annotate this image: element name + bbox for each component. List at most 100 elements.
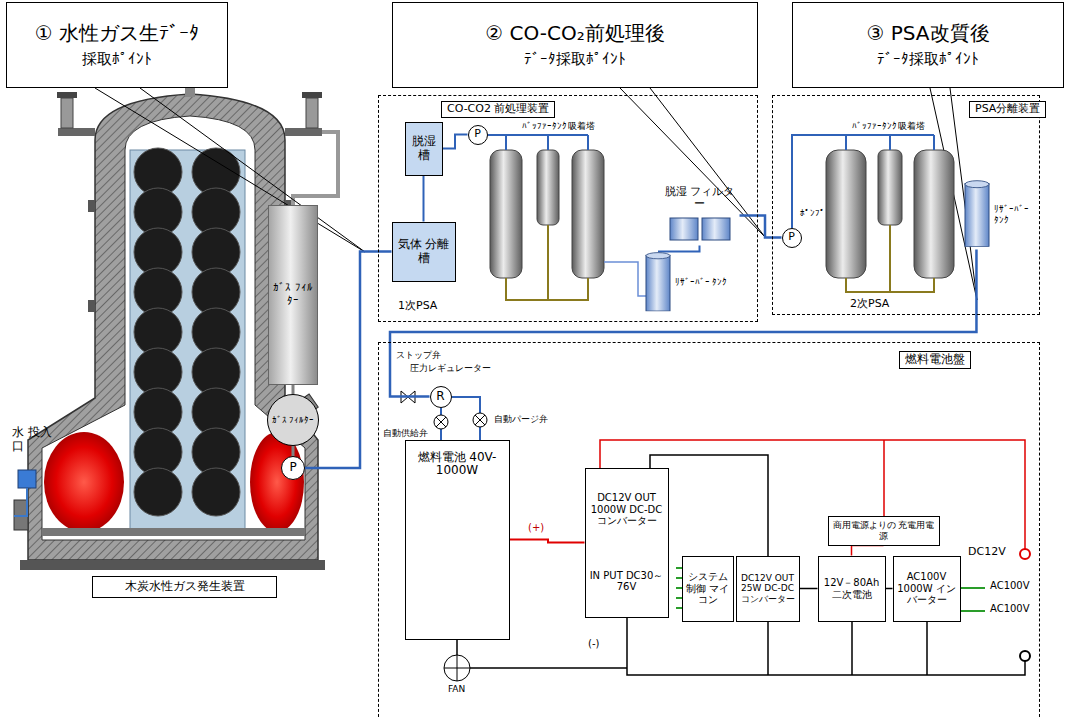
node-text: ﾃﾞｰﾀ採取ﾎﾟｲﾝﾄ [877,51,979,68]
part-label: AC100V [990,603,1030,615]
pipe-connector [740,216,782,238]
gasifier-vessel [285,128,322,136]
part-label: AC100V [990,580,1030,592]
reservoir-tank: ﾘｻﾞｰﾊﾞｰ ﾀﾝｸ [645,252,735,314]
pipe-connector [390,250,976,397]
fuel-cell-wiring [475,415,485,425]
fuel-cell-wiring [1020,651,1030,661]
primary-psa [572,150,604,278]
callout-leader [95,88,365,252]
pipe-connector [443,135,468,149]
charcoal-lump [192,468,240,516]
part-label: ストップ弁 [396,350,441,360]
inverter-box: AC100V 1000W インバーター [893,556,961,622]
node-text: 商用電源よりの 充電用電源 [831,520,937,541]
tank-top [646,252,670,258]
gasifier-vessel [58,128,95,136]
pump: P [468,125,488,145]
secondary-psa [914,150,954,278]
part-label: FAN [448,684,465,694]
pipe-connector [658,246,700,252]
node-text: DC12V OUT 25W DC-DC コンバーター [739,573,797,604]
filter-element [702,218,730,240]
primary-psa [506,225,588,300]
secondary-psa [846,225,934,292]
gasifier-vessel [293,132,338,205]
part-label: 自動供給弁 [383,428,428,438]
node-text: ﾃﾞｰﾀ採取ﾎﾟｲﾝﾄ [524,51,626,68]
device-label-box: 木炭水性ガス発生装置 [92,576,277,598]
gasifier-vessel [88,300,95,312]
gasifier-vessel [42,528,305,536]
tank-top [965,180,989,187]
gasifier-vessel [88,200,95,212]
primary-psa [537,150,559,225]
primary-psa [488,135,588,150]
pipe-connector [423,176,425,222]
part-label: 吸着塔 [898,121,925,131]
charcoal [134,148,240,516]
callout-box: ② CO-CO₂前処理後 ﾃﾞｰﾀ採取ﾎﾟｲﾝﾄ [392,2,758,88]
node-text: 燃料電池 40V-1000W [408,451,507,479]
pump: P [782,228,802,248]
node-text: 12V－80Ah 二次電池 [821,577,883,600]
part-label: 自動パージ弁 [494,414,548,424]
primary-psa [490,150,522,278]
node-text: ① 水性ガス生ﾃﾞｰﾀ [35,22,199,45]
tank-cylinder [964,180,990,250]
primary-psa [604,262,646,296]
part-label: 2次PSA [850,298,889,311]
gas-filter: ｶﾞｽ ﾌｨﾙﾀｰ [268,205,318,385]
node-text: P [788,231,795,244]
reservoir-tank: ﾘｻﾞｰﾊﾞｰ ﾀﾝｸ [964,180,1036,250]
node-text: 気体 分離槽 [395,238,453,266]
node-text: AC100V 1000W インバーター [896,571,958,606]
fuel-cell-wiring [473,413,487,427]
part-label: 1次PSA [398,300,437,313]
gasifier-vessel [44,432,124,532]
fuel-cell-wiring [436,417,446,427]
gasifier-vessel [57,92,77,98]
part-label: (-) [588,638,599,650]
dehumidifier-tank: 脱湿 槽 [405,122,443,176]
part-label: 圧力レギュレーター [410,363,491,373]
node-text: DC12V OUT 1000W DC-DC コンバーター [588,492,666,527]
node-text: P [474,128,481,141]
part-label: ﾊﾞｯﾌｧｰﾀﾝｸ [852,121,897,131]
gas-filter-round: ｶﾞｽ ﾌｨﾙﾀｰ [267,394,319,446]
secondary-psa [878,150,902,225]
gasifier-vessel [61,98,73,128]
node-text: ② CO-CO₂前処理後 [485,22,665,45]
node-text: 採取ﾎﾟｲﾝﾄ [82,51,152,68]
node-text: ﾘｻﾞｰﾊﾞｰ ﾀﾝｸ [990,204,1036,225]
converter-box: DC12V OUT 25W DC-DC コンバーター [736,556,800,622]
node-text: R [436,390,444,404]
filter-element [670,218,698,240]
fuel-cell-wiring [444,655,470,681]
gasifier-vessel [130,150,245,530]
pipe-connector [800,588,818,590]
node-text: IN PUT DC30～76V [588,570,666,593]
fuel-cell-wiring [1020,549,1030,559]
part-label: DC12V [968,546,1006,559]
pipe-connector [292,446,295,456]
gasifier-vessel [20,560,325,570]
node-text: 脱湿 槽 [408,135,440,163]
part-label: (+) [528,522,544,534]
gasifier-vessel [18,470,36,488]
tank-body [965,183,989,246]
node-text: 脱湿 フィルター [660,186,740,211]
fuel-cell-wiring [401,391,1030,681]
node-text: ﾘｻﾞｰﾊﾞｰ ﾀﾝｸ [671,277,728,287]
callout-box: ① 水性ガス生ﾃﾞｰﾀ 採取ﾎﾟｲﾝﾄ [6,2,228,88]
callout-leader [95,88,977,300]
tank-body [646,255,670,311]
controller-box: システム 制御 マイコン [682,556,734,622]
region-title: PSA分離装置 [969,101,1046,118]
node-text: システム 制御 マイコン [685,571,731,606]
pipe-connector [510,540,585,543]
fuel-cell-wiring [434,415,448,429]
secondary-psa [826,150,866,278]
pump: P [281,456,305,480]
